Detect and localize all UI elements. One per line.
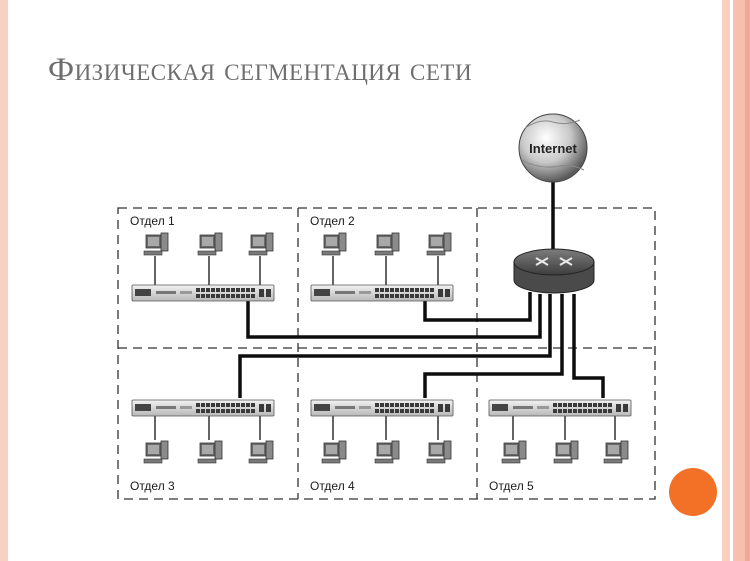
pc-icon xyxy=(374,440,400,464)
pc-group-dept2 xyxy=(321,232,452,256)
right-decor-edge xyxy=(745,0,750,561)
pc-group-dept5 xyxy=(501,440,629,464)
dept-label-1: Отдел 1 xyxy=(130,214,175,228)
right-decor-bar xyxy=(722,0,730,561)
router-icon xyxy=(513,248,595,294)
left-decor-bar xyxy=(0,0,8,561)
pc-icon xyxy=(143,232,169,256)
switch-icon-dept1 xyxy=(131,284,275,302)
cables xyxy=(238,178,605,398)
pc-group-dept4 xyxy=(321,440,452,464)
cable-router-dept5 xyxy=(572,294,605,398)
cable-router-dept1 xyxy=(246,294,542,339)
dept-label-2: Отдел 2 xyxy=(310,214,355,228)
internet-label: Internet xyxy=(529,141,577,156)
switch-icon-dept4 xyxy=(310,399,454,417)
pc-icon xyxy=(374,232,400,256)
pc-icon xyxy=(321,232,347,256)
dept-label-4: Отдел 4 xyxy=(310,479,355,493)
cable-router-dept3 xyxy=(238,294,552,398)
dept-label-3: Отдел 3 xyxy=(130,479,175,493)
pc-group-dept3 xyxy=(143,440,274,464)
pc-icon xyxy=(603,440,629,464)
pc-cables xyxy=(154,256,616,440)
segment-grid xyxy=(117,207,656,500)
pc-icon xyxy=(553,440,579,464)
pc-icon xyxy=(197,232,223,256)
slide-title: Физическая сегментация сети xyxy=(48,52,473,88)
dept-label-5: Отдел 5 xyxy=(489,479,534,493)
globe-icon: Internet xyxy=(518,113,588,183)
pc-icon xyxy=(197,440,223,464)
pc-icon xyxy=(321,440,347,464)
pc-icon xyxy=(426,232,452,256)
pc-icon xyxy=(248,440,274,464)
pc-icon xyxy=(143,440,169,464)
pc-icon xyxy=(426,440,452,464)
grid-outer-border xyxy=(117,207,656,500)
pc-group-dept1 xyxy=(143,232,274,256)
cable-router-dept4 xyxy=(423,294,564,398)
cable-router-dept2 xyxy=(423,292,532,322)
accent-circle xyxy=(669,468,717,516)
switch-icon-dept5 xyxy=(488,399,632,417)
switch-icon-dept3 xyxy=(131,399,275,417)
pc-icon xyxy=(248,232,274,256)
pc-icon xyxy=(501,440,527,464)
switch-icon-dept2 xyxy=(310,284,454,302)
